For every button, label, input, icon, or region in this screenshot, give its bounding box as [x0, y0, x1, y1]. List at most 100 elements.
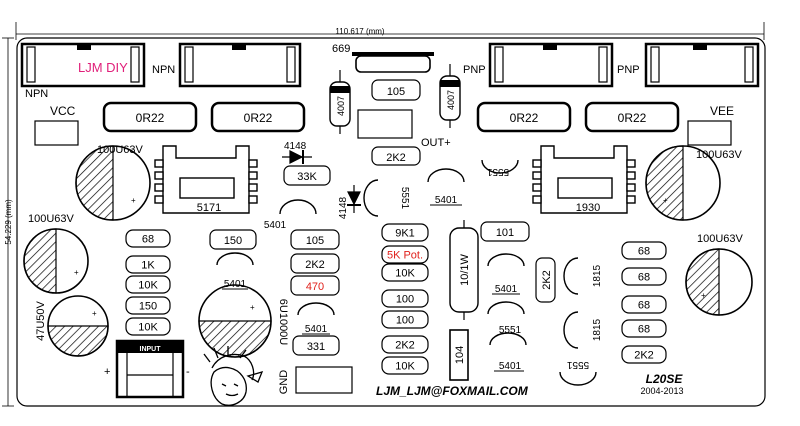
years-text: 2004-2013 [640, 386, 683, 396]
svg-text:+: + [74, 268, 79, 277]
right-resistor-5 [621, 345, 667, 364]
resistor-150-col2-label: 150 [224, 235, 242, 247]
emitter-resistor-1 [102, 101, 198, 133]
transistor-5401-top-right-label: 5401 [435, 195, 458, 206]
vee-pad [687, 120, 732, 146]
right-resistor-stack: 68 68 68 68 2K2 [621, 241, 667, 364]
transistor-5551-top [363, 179, 379, 217]
heatsink-right-label: 1930 [576, 202, 600, 214]
diode-4148-horizontal-label: 4148 [284, 141, 307, 152]
resistor-2k2-mid [290, 253, 340, 274]
cap-331-label: 331 [307, 341, 325, 353]
model-text: L20SE [646, 372, 684, 386]
transistor-669-label: 669 [332, 43, 350, 55]
out-pad [357, 109, 413, 139]
transistor-center-669 [352, 52, 434, 73]
transistor-5401-right-a [487, 253, 525, 267]
npn-label-1: NPN [25, 88, 48, 100]
resistor-2k2-top [371, 146, 421, 166]
cap-331 [292, 335, 340, 356]
mid-resistor-1 [381, 223, 429, 242]
right-resistor-2-label: 68 [638, 272, 650, 284]
left-resistor-4-label: 150 [139, 301, 157, 313]
cap-101-label: 101 [496, 227, 514, 239]
pnp-label-2: PNP [617, 64, 640, 76]
transistor-5551-right-top [481, 159, 519, 174]
vee-label: VEE [710, 104, 734, 118]
left-resistor-4 [125, 296, 171, 315]
resistor-33k-label: 33K [297, 171, 317, 183]
width-dimension-label: 110.617 (mm) [335, 27, 385, 36]
cap-top-left: + [75, 145, 151, 221]
gnd-pad [295, 366, 353, 394]
resistor-2k2-mid-label: 2K2 [305, 259, 325, 271]
svg-text:+: + [250, 303, 255, 312]
input-plus-label: + [104, 366, 110, 378]
cap-105-top [371, 79, 421, 101]
transistor-5401-right-a-label: 5401 [495, 284, 518, 295]
cap-bottom-left: + [47, 295, 109, 357]
transistor-5551-right-b [487, 301, 525, 315]
mascot-logo [203, 346, 264, 406]
transistor-5401-col2 [216, 252, 254, 266]
dimension-lines [2, 22, 765, 407]
mid-resistor-3-label: 10K [395, 268, 415, 280]
cap-105-top-label: 105 [387, 86, 405, 98]
resistor-470 [290, 275, 340, 296]
diode-4148-horizontal [282, 150, 312, 164]
transistor-block-right-1 [488, 42, 614, 88]
right-resistor-4-label: 68 [638, 324, 650, 336]
mid-resistor-6-label: 2K2 [395, 340, 415, 352]
left-resistor-5 [125, 317, 171, 336]
input-minus-label: - [186, 366, 190, 378]
right-resistor-2 [621, 267, 667, 286]
transistor-5401-upper-label: 5401 [264, 220, 287, 231]
transistor-5551-right-d-label: 5551 [566, 359, 589, 370]
emitter-resistor-2 [210, 101, 306, 133]
resistor-33k [283, 165, 331, 186]
right-resistor-1 [621, 241, 667, 260]
transistor-1815-a [563, 257, 579, 295]
heatsink-right [532, 145, 636, 214]
right-resistor-1-label: 68 [638, 246, 650, 258]
transistor-5401-right-c-label: 5401 [499, 361, 522, 372]
right-resistor-5-label: 2K2 [634, 350, 654, 362]
resistor-2k2-vertical [535, 257, 556, 303]
diode-4148-vertical-label: 4148 [338, 196, 349, 219]
resistor-2k2-vertical-label: 2K2 [541, 270, 553, 290]
logo-text: LJM DIY [78, 60, 128, 75]
transistor-1815-b [563, 311, 579, 349]
left-resistor-3 [125, 275, 171, 294]
resistor-10-1w-label: 10/1W [459, 253, 471, 285]
email-text: LJM_LJM@FOXMAIL.COM [376, 384, 529, 398]
heatsink-left [154, 145, 258, 214]
mid-resistor-4-label: 100 [396, 294, 414, 306]
mid-resistor-7-label: 10K [395, 361, 415, 373]
cap-104 [449, 329, 469, 381]
transistor-block-right-2 [644, 42, 760, 88]
mid-resistor-5 [381, 310, 429, 329]
cap-bottom-left-label: 47U50V [35, 300, 47, 340]
emitter-resistor-4 [584, 101, 680, 133]
cap-top-left-label: 100U63V [97, 144, 144, 156]
mid-resistor-2 [381, 245, 429, 264]
right-resistor-3-label: 68 [638, 300, 650, 312]
cap-mid-left-label: 100U63V [28, 213, 75, 225]
board-outline [16, 37, 766, 407]
emitter-resistor-2-label: 0R22 [244, 111, 273, 125]
transistor-5551-top-label: 5551 [399, 187, 410, 210]
transistor-1815-a-label: 1815 [592, 264, 603, 287]
mid-resistor-5-label: 100 [396, 315, 414, 327]
diode-4007-right: 4007 [439, 64, 461, 128]
mid-resistor-2-label: 5K Pot. [387, 250, 423, 262]
cap-mid-left: + [23, 228, 89, 294]
vcc-pad [34, 120, 79, 146]
transistor-5401-lower [297, 302, 335, 316]
emitter-resistor-3-label: 0R22 [510, 111, 539, 125]
resistor-150-col2 [209, 229, 257, 250]
svg-text:4007: 4007 [336, 96, 346, 116]
